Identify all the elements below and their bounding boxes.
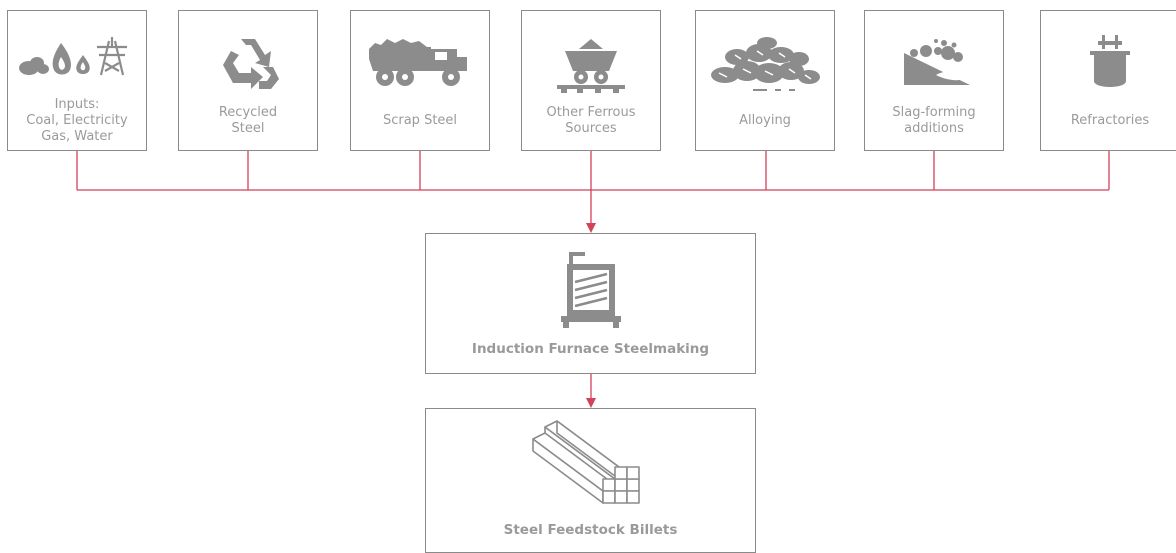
input-label-energy: Inputs: Coal, Electricity Gas, Water bbox=[26, 96, 128, 144]
dump-truck-icon bbox=[351, 31, 489, 95]
input-label-recycled-steel: Recycled Steel bbox=[218, 104, 278, 136]
input-label-other-ferrous: Other Ferrous Sources bbox=[546, 104, 636, 136]
input-label-alloying: Alloying bbox=[739, 112, 791, 128]
input-box-recycled-steel: Recycled Steel bbox=[178, 10, 318, 151]
input-label-scrap-steel: Scrap Steel bbox=[382, 112, 458, 128]
output-box-billets: Steel Feedstock Billets bbox=[425, 408, 756, 553]
arrowhead-to-furnace bbox=[586, 223, 596, 233]
slag-chute-icon bbox=[865, 31, 1003, 95]
ladle-icon bbox=[1041, 31, 1176, 95]
process-label: Induction Furnace Steelmaking bbox=[471, 341, 710, 357]
arrowhead-to-billets bbox=[586, 398, 596, 408]
input-box-scrap-steel: Scrap Steel bbox=[350, 10, 490, 151]
input-box-energy: Inputs: Coal, Electricity Gas, Water bbox=[7, 10, 147, 151]
coal-flame-drop-tower-icon bbox=[8, 31, 146, 95]
connector-lines bbox=[76, 151, 1110, 408]
billets-stack-icon bbox=[426, 413, 755, 513]
input-label-slag-forming: Slag-forming additions bbox=[892, 104, 976, 136]
induction-furnace-icon bbox=[426, 248, 755, 332]
process-box-induction-furnace: Induction Furnace Steelmaking bbox=[425, 233, 756, 374]
input-box-refractories: Refractories bbox=[1040, 10, 1176, 151]
output-label: Steel Feedstock Billets bbox=[503, 522, 678, 538]
alloy-pile-icon bbox=[696, 31, 834, 95]
mine-cart-icon bbox=[522, 31, 660, 95]
input-box-slag-forming: Slag-forming additions bbox=[864, 10, 1004, 151]
input-box-other-ferrous: Other Ferrous Sources bbox=[521, 10, 661, 151]
input-label-refractories: Refractories bbox=[1070, 112, 1150, 128]
input-box-alloying: Alloying bbox=[695, 10, 835, 151]
recycle-icon bbox=[179, 31, 317, 95]
